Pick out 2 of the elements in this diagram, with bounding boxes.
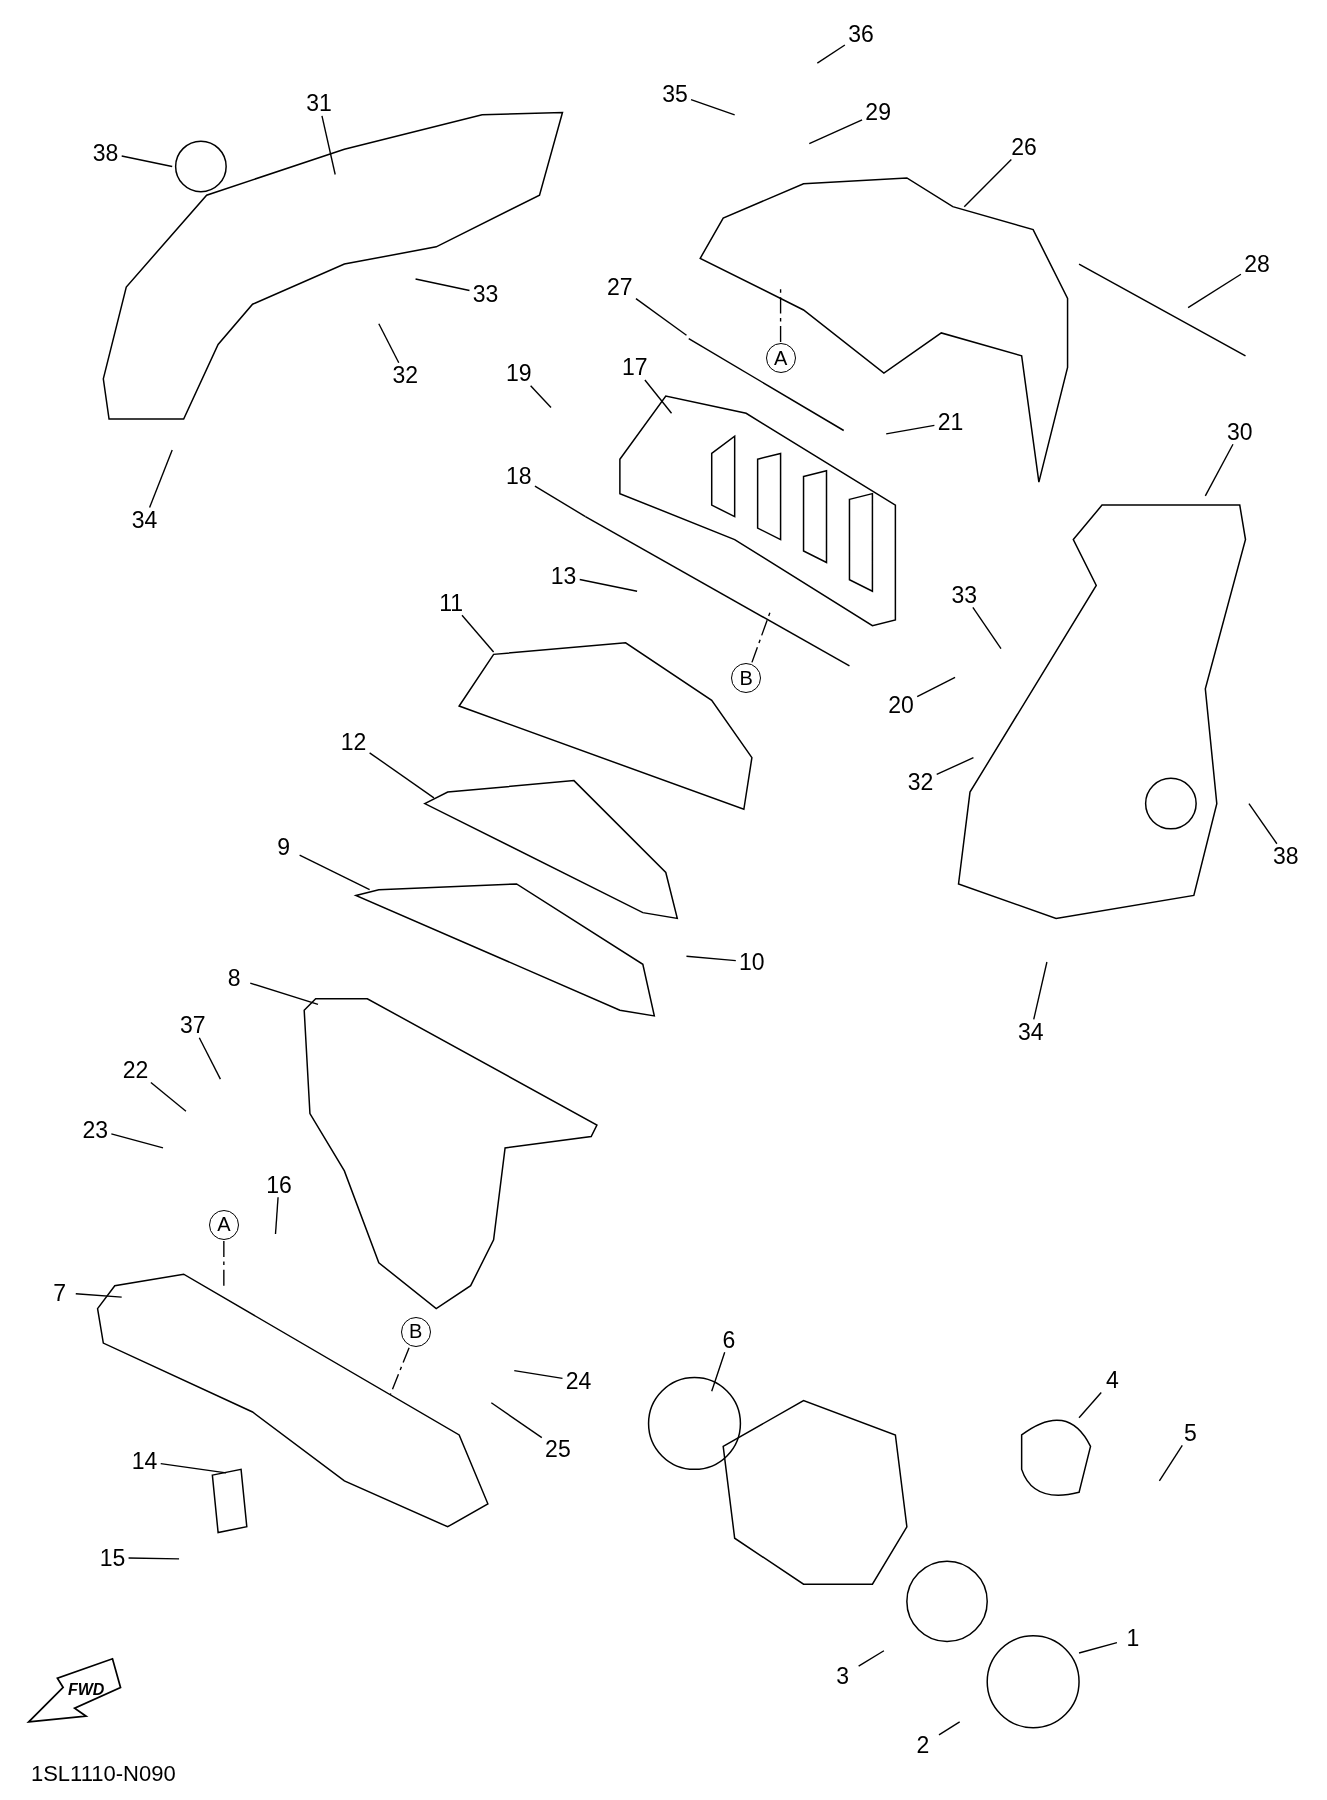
diagram-code: 1SL1110-N090 <box>30 1762 176 1785</box>
direction-label: FWD <box>67 1681 105 1698</box>
